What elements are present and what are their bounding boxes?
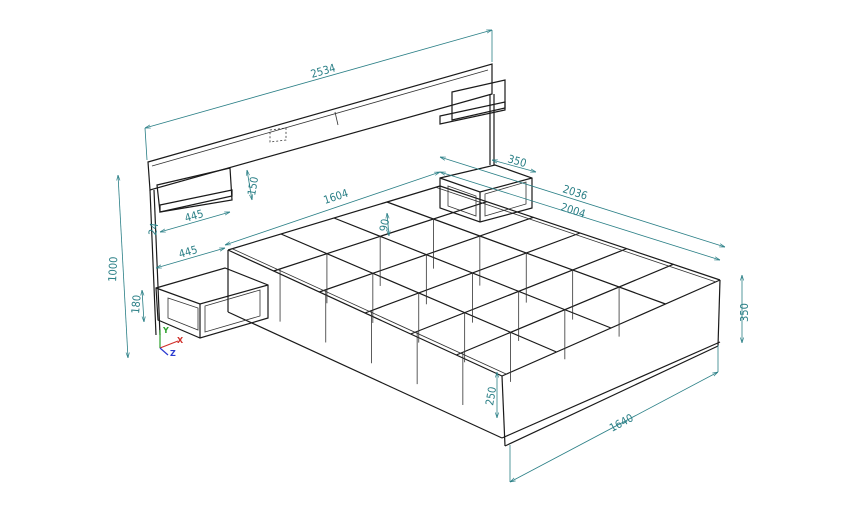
axis-triad: Y X Z <box>159 326 184 358</box>
right-wall-shelf <box>439 79 506 125</box>
dim-total-height: 1000 <box>106 256 120 282</box>
inner-rail <box>232 248 507 375</box>
dimension-lines <box>118 30 742 482</box>
y-axis-label: Y <box>162 326 169 335</box>
dim-shelf-width: 445 <box>183 207 205 225</box>
dim-nightstand-width: 445 <box>177 243 199 261</box>
dimension-labels: 2534 1000 150 445 24 445 180 1604 90 350… <box>106 61 751 434</box>
dim-frame-length: 2004 <box>559 200 587 220</box>
dim-shelf-thickness: 24 <box>146 222 161 237</box>
frame-corner-edge <box>717 279 721 347</box>
left-wall-shelf <box>156 167 233 213</box>
frame-corner-edge <box>501 375 506 447</box>
dim-frame-width: 1640 <box>607 411 635 434</box>
dim-slat-height: 90 <box>377 218 392 233</box>
left-nightstand <box>155 267 269 339</box>
dim-shelf-height: 150 <box>245 176 261 197</box>
z-axis-label: Z <box>170 349 176 358</box>
z-axis-icon <box>159 347 169 356</box>
dim-leg-height: 250 <box>483 386 499 407</box>
dim-frame-height: 350 <box>738 303 751 322</box>
dim-right-nightstand-depth: 350 <box>506 152 528 170</box>
frame-bottom-edge <box>227 311 503 439</box>
x-axis-label: X <box>177 336 184 345</box>
dim-nightstand-height: 180 <box>129 294 144 314</box>
x-axis-icon <box>159 340 179 349</box>
bed-frame <box>227 185 721 447</box>
headboard <box>147 63 495 336</box>
